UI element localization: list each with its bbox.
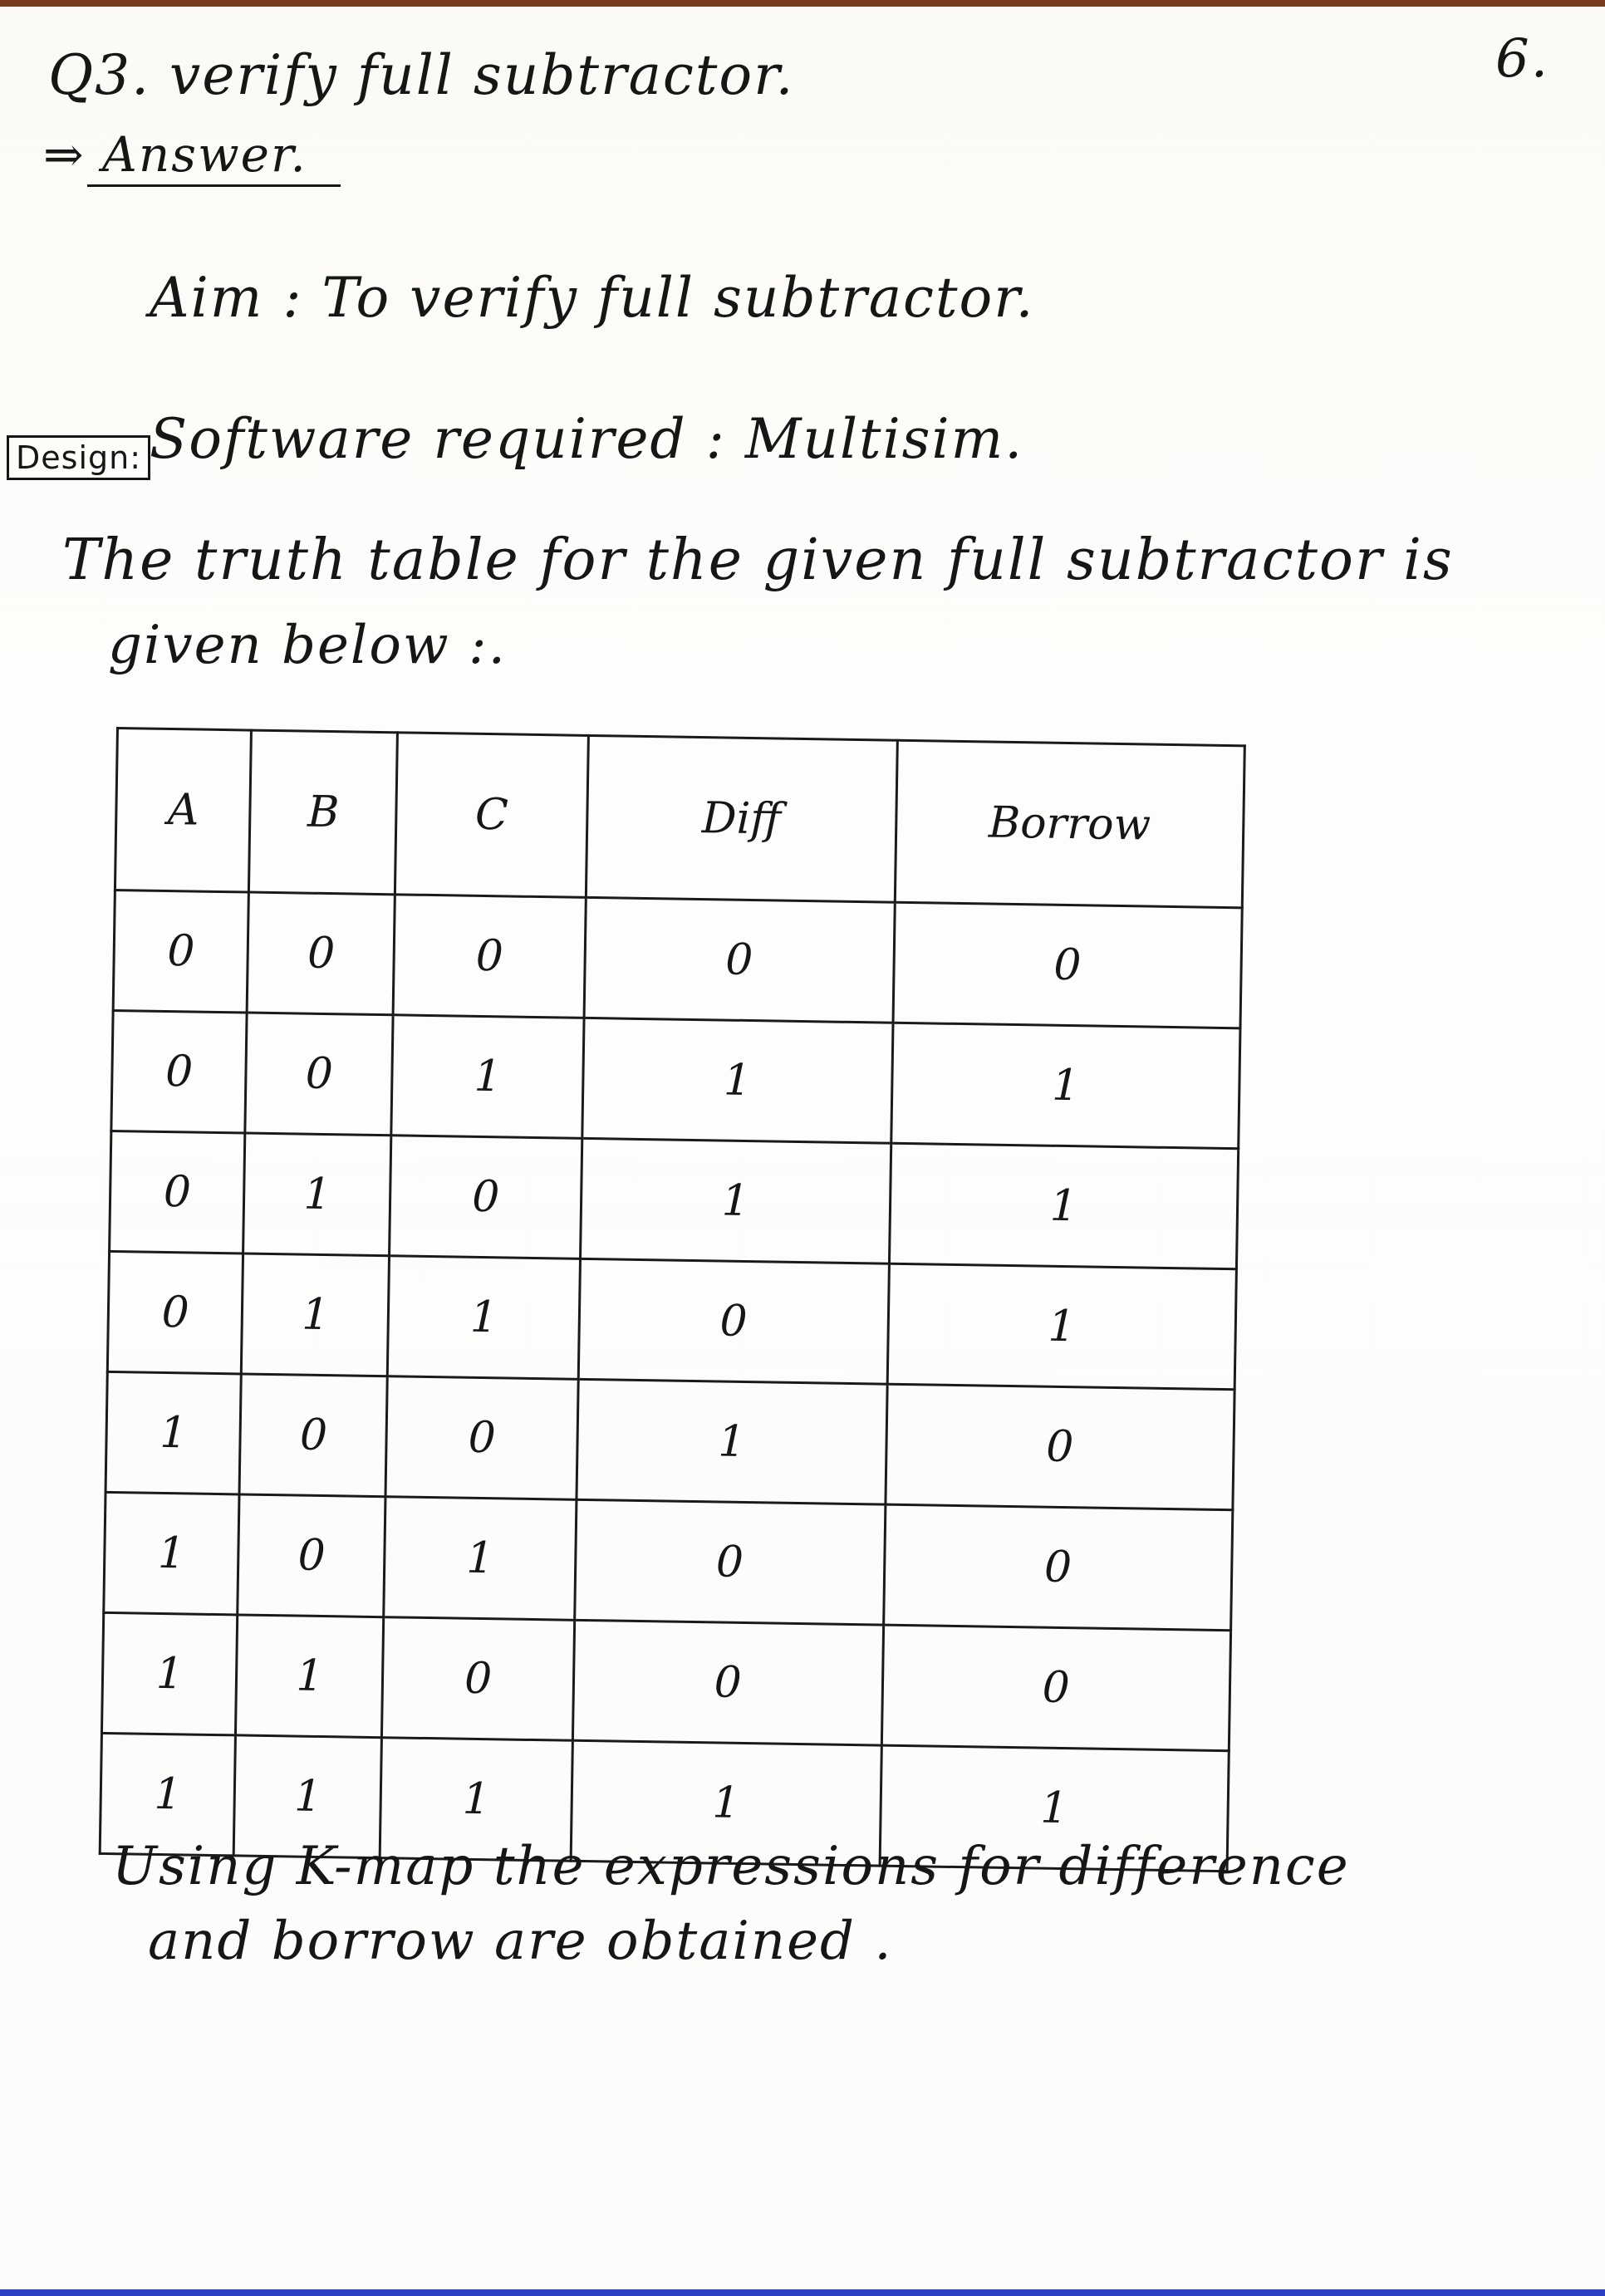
cell-diff: 0 — [578, 1258, 890, 1385]
cell-diff: 0 — [574, 1499, 886, 1626]
cell-a: 0 — [113, 890, 249, 1013]
cell-a: 0 — [107, 1251, 243, 1374]
table-row: 0 0 1 1 1 — [110, 1010, 1240, 1149]
software-required-text: Software required : Multisim. — [150, 407, 1024, 471]
table-row: 1 1 0 0 0 — [101, 1612, 1231, 1751]
table-row: 0 1 0 1 1 — [109, 1131, 1239, 1269]
cell-b: 0 — [238, 1494, 386, 1617]
cell-borrow: 1 — [891, 1023, 1240, 1149]
aim-text: Aim : To verify full subtractor. — [150, 266, 1035, 330]
table-intro-line-1: The truth table for the given full subtr… — [62, 527, 1454, 593]
cell-b: 1 — [235, 1614, 385, 1738]
header-diff: Diff — [586, 735, 897, 903]
cell-a: 0 — [110, 1010, 248, 1133]
cell-diff: 0 — [572, 1620, 884, 1746]
cell-b: 0 — [245, 1013, 394, 1136]
header-a: A — [115, 728, 252, 893]
bottom-edge-strip — [0, 2289, 1605, 2296]
cell-borrow: 1 — [886, 1263, 1237, 1390]
cell-borrow: 0 — [892, 902, 1243, 1028]
table-row: 1 0 0 1 0 — [106, 1371, 1235, 1510]
cell-diff: 1 — [576, 1379, 887, 1505]
table-header-row: A B C Diff Borrow — [115, 728, 1245, 908]
closing-text-line-2: and borrow are obtained . — [148, 1911, 893, 1972]
question-title: Q3. verify full subtractor. — [48, 43, 795, 107]
cell-c: 0 — [385, 1376, 579, 1500]
cell-c: 0 — [393, 894, 587, 1018]
truth-table: A B C Diff Borrow 0 0 0 0 0 0 0 1 1 1 — [99, 727, 1246, 1872]
cell-diff: 0 — [583, 897, 895, 1023]
cell-borrow: 1 — [889, 1143, 1239, 1269]
table-row: 0 1 1 0 1 — [107, 1251, 1237, 1390]
table-row: 0 0 0 0 0 — [113, 890, 1243, 1028]
table-intro-line-2: given below :. — [108, 615, 507, 676]
cell-b: 1 — [243, 1132, 392, 1256]
cell-c: 1 — [391, 1014, 584, 1139]
answer-label: ⇒ Answer. — [43, 126, 307, 183]
answer-underline — [87, 184, 341, 187]
top-edge-strip — [0, 0, 1605, 7]
cell-borrow: 0 — [883, 1504, 1233, 1631]
cell-b: 1 — [241, 1253, 390, 1376]
cell-c: 1 — [387, 1255, 581, 1380]
cell-c: 0 — [381, 1617, 575, 1741]
header-b: B — [248, 730, 398, 895]
table-row: 1 0 1 0 0 — [103, 1492, 1233, 1631]
cell-c: 1 — [384, 1496, 577, 1621]
cell-a: 1 — [106, 1371, 242, 1494]
header-c: C — [395, 732, 589, 898]
cell-c: 0 — [389, 1135, 582, 1259]
cell-a: 0 — [109, 1131, 246, 1253]
cell-b: 0 — [239, 1373, 388, 1497]
cell-a: 1 — [103, 1492, 240, 1615]
cell-borrow: 0 — [885, 1384, 1235, 1510]
design-label: Design: — [7, 435, 151, 480]
cell-borrow: 0 — [881, 1625, 1231, 1751]
cell-diff: 1 — [582, 1018, 893, 1144]
cell-diff: 1 — [580, 1138, 891, 1264]
closing-text-line-1: Using K-map the expressions for differen… — [112, 1836, 1350, 1897]
cell-a: 1 — [101, 1612, 238, 1735]
page-number: 6. — [1495, 28, 1550, 90]
cell-b: 0 — [247, 892, 395, 1015]
header-borrow: Borrow — [894, 740, 1245, 908]
